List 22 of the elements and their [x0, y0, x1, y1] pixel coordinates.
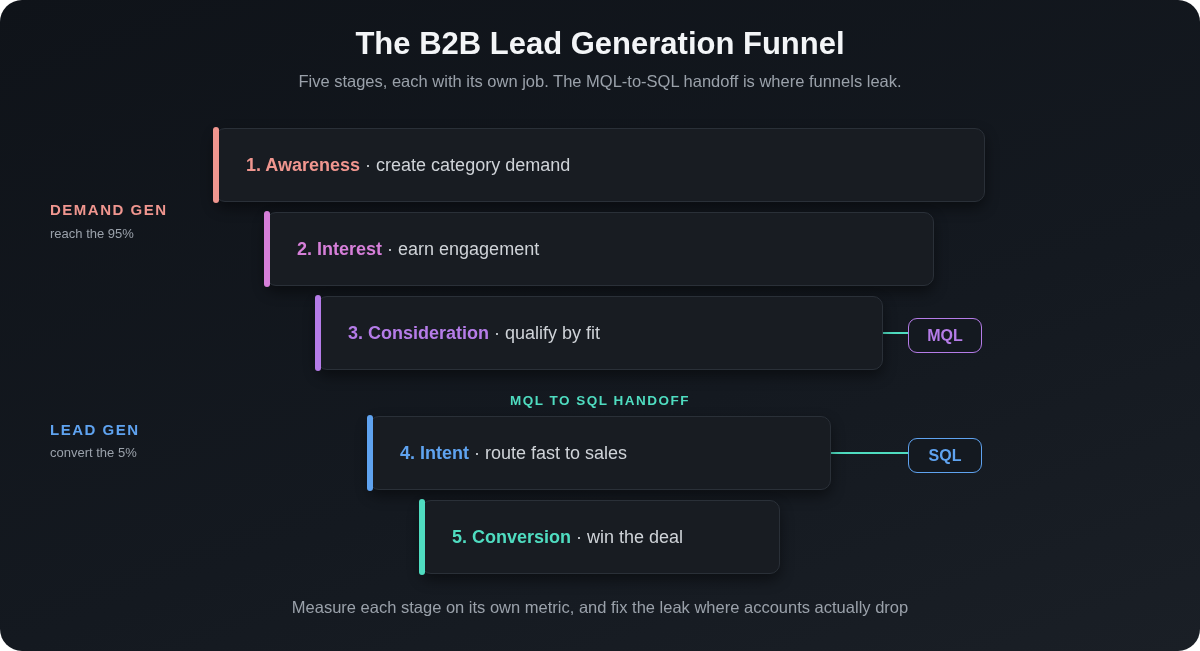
stage-box: [421, 500, 780, 574]
status-tag: SQL: [908, 438, 982, 473]
group-label: DEMAND GEN: [50, 201, 168, 218]
stage-text: 5. Conversion · win the deal: [452, 527, 684, 548]
connector-line: [882, 332, 909, 334]
stage-box: [369, 416, 831, 490]
connector-line: [830, 452, 909, 454]
subtitle: Five stages, each with its own job. The MQL-to-SQL handoff is where funnels leak.: [297, 72, 903, 91]
title: The B2B Lead Generation Funnel: [354, 26, 846, 62]
status-tag: MQL: [908, 318, 982, 353]
caption: Measure each stage on its own metric, and fix the leak where accounts actually drop: [290, 598, 910, 617]
stage-box: [266, 212, 934, 286]
group-note: reach the 95%: [50, 226, 134, 241]
stage-text: 1. Awareness · create category demand: [246, 155, 571, 176]
stage-text: 2. Interest · earn engagement: [297, 239, 540, 260]
handoff-label: MQL TO SQL HANDOFF: [509, 393, 691, 408]
stage-text: 3. Consideration · qualify by fit: [348, 323, 601, 344]
stage-box: [215, 128, 985, 202]
stage-box: [317, 296, 883, 370]
group-note: convert the 5%: [50, 445, 137, 460]
group-label: LEAD GEN: [50, 421, 140, 438]
stage-text: 4. Intent · route fast to sales: [400, 443, 628, 464]
